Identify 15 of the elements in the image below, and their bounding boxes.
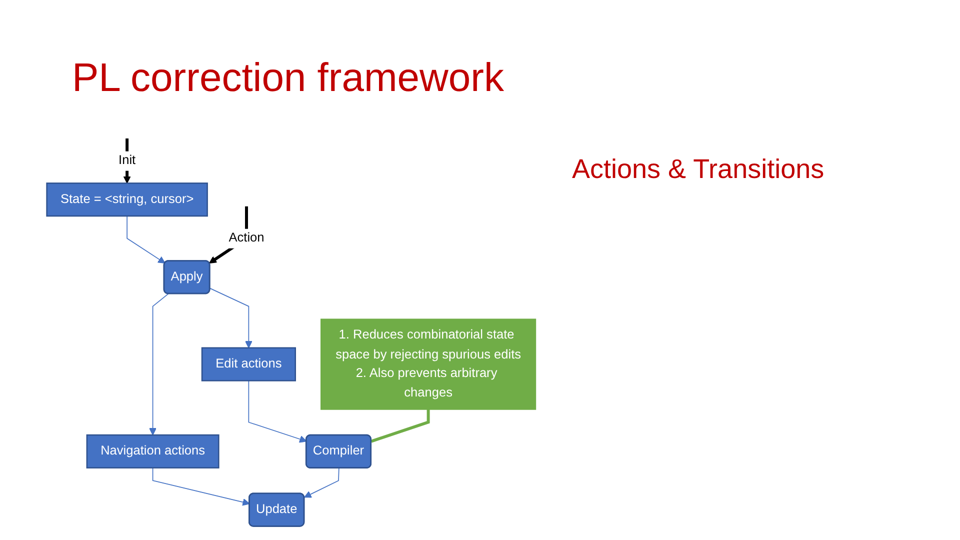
edge-label: Init	[118, 152, 136, 168]
arrow	[248, 380, 307, 443]
arrow	[304, 468, 340, 498]
edge-label: Action	[228, 230, 264, 245]
slide-title: PL correction framework	[72, 56, 504, 101]
node-box: 1. Reduces combinatorial state space by rejecting spurious edits 2. Also prevents arbitrary changes	[320, 318, 536, 410]
arrow	[210, 288, 252, 348]
section-heading: Actions & Transitions	[572, 154, 824, 185]
node-box: Navigation actions	[86, 434, 220, 468]
connector	[370, 409, 430, 443]
arrow	[126, 216, 166, 264]
node-box: State = <string, cursor>	[46, 182, 208, 217]
node-box: Edit actions	[201, 347, 296, 382]
arrow	[152, 467, 250, 506]
arrow	[149, 294, 169, 436]
